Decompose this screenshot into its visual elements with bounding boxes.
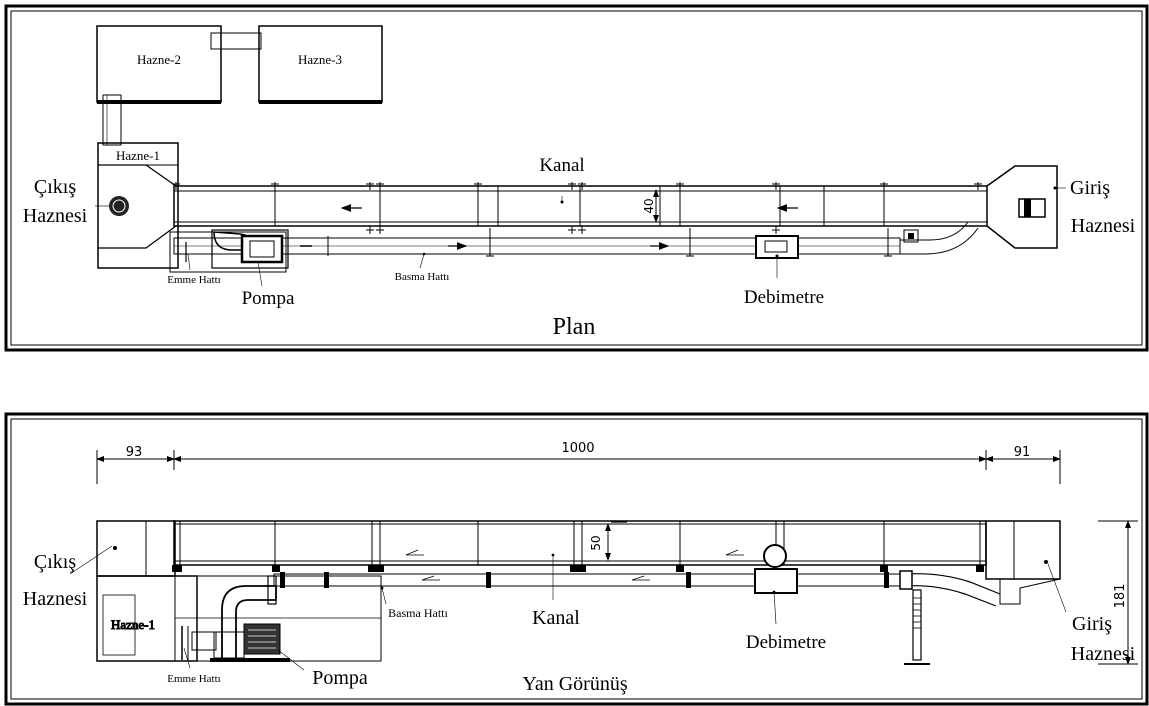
debimetre-side-label: Debimetre xyxy=(746,632,826,653)
length-dimensions xyxy=(96,450,1061,484)
cikis-side-line1: Çıkış xyxy=(34,551,76,573)
channel-side: 50 xyxy=(172,520,987,572)
drain-outlet xyxy=(109,196,129,216)
hazne-3-tank: Hazne-3 xyxy=(258,25,383,104)
plan-inner-frame xyxy=(10,10,1143,346)
cikis-side-line2: Haznesi xyxy=(23,588,88,610)
dim-height: 181 xyxy=(1113,584,1128,609)
debimetre-label: Debimetre xyxy=(744,287,824,308)
exit-taper xyxy=(98,164,177,249)
connector-pipe xyxy=(210,32,262,50)
delivery-pipe-side xyxy=(273,570,1001,665)
giris-side-line1: Giriş xyxy=(1072,613,1112,635)
plan-title: Plan xyxy=(553,314,596,340)
flowmeter-plan: Debimetre xyxy=(744,235,824,308)
side-title: Yan Görünüş xyxy=(522,673,627,695)
giris-label-line1: Giriş xyxy=(1070,177,1110,199)
pump-side xyxy=(181,575,290,662)
pompa-side-label: Pompa xyxy=(312,667,368,689)
side-view: 93 1000 91 181 Hazne-1 xyxy=(4,412,1149,706)
hazne-3-label: Hazne-3 xyxy=(298,52,342,67)
cikis-label-line2: Haznesi xyxy=(23,205,88,227)
height-dimension xyxy=(1098,520,1138,665)
dim-right: 91 xyxy=(1014,445,1031,460)
hazne-2-label: Hazne-2 xyxy=(137,52,181,67)
inlet-chamber-side xyxy=(985,520,1061,605)
emme-label: Emme Hattı xyxy=(167,274,220,286)
giris-side-line2: Haznesi xyxy=(1071,643,1136,665)
plan-frame xyxy=(4,4,1149,352)
pompa-label: Pompa xyxy=(242,288,295,309)
basma-label: Basma Hattı xyxy=(395,271,450,283)
connector-pipe-vertical xyxy=(102,94,122,146)
delivery-pipe-plan xyxy=(173,221,979,257)
plan-view: Hazne-2 Hazne-3 Hazne-1 xyxy=(4,4,1149,352)
emme-side-label: Emme Hattı xyxy=(167,673,220,685)
flowmeter-side: Debimetre xyxy=(746,544,826,653)
giris-label-line2: Haznesi xyxy=(1071,215,1136,237)
exit-chamber-side: Hazne-1 xyxy=(96,520,198,662)
channel-plan: Kanal 40 xyxy=(172,155,988,234)
kanal-label: Kanal xyxy=(539,155,584,176)
inlet-chamber-plan xyxy=(986,165,1058,249)
cikis-label-line1: Çıkış xyxy=(34,176,76,198)
width-dimension: 40 xyxy=(642,198,656,213)
side-inner-frame xyxy=(10,418,1143,700)
hazne-1-label: Hazne-1 xyxy=(116,148,160,163)
dim-main: 1000 xyxy=(561,441,594,456)
pump-plan xyxy=(169,229,312,273)
dim-left: 93 xyxy=(126,445,143,460)
side-frame xyxy=(4,412,1149,706)
hazne-2-tank: Hazne-2 xyxy=(96,25,222,104)
basma-side-label: Basma Hattı xyxy=(388,606,448,620)
hazne-1-side-label: Hazne-1 xyxy=(111,617,155,632)
depth-dimension: 50 xyxy=(589,535,603,550)
kanal-side-label: Kanal xyxy=(532,607,580,629)
